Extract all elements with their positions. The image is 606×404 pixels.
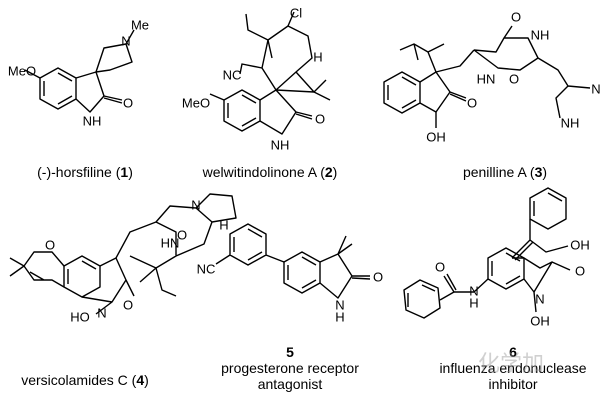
compound-description: antagonist	[257, 376, 323, 392]
atom-label: Me	[131, 17, 149, 32]
atom-label: HN	[161, 235, 180, 250]
atom-label: O	[511, 9, 521, 24]
compound-number: 3	[534, 164, 543, 180]
atom-label: H	[469, 295, 478, 310]
compound-number: 5	[286, 344, 294, 360]
atom-label: N	[335, 297, 344, 312]
atom-label: N	[191, 197, 200, 212]
structure-1: Me N MeO NH O	[8, 17, 149, 128]
atom-label: NH	[531, 27, 550, 42]
compound-number: 1	[120, 164, 129, 180]
compound-name: versicolamides C	[21, 372, 128, 388]
structure-4: O HO O N HN N O H	[9, 193, 237, 324]
compound-name: penilline A	[462, 164, 527, 180]
caption-3: penilline A (3)	[462, 164, 548, 180]
atom-label: HN	[477, 71, 496, 86]
compound-description: inhibitor	[488, 376, 538, 392]
atom-label: NC	[223, 67, 242, 82]
atom-label: Cl	[290, 5, 302, 20]
structure-2: Cl H NC MeO NH O	[182, 5, 331, 152]
atom-label: NC	[197, 261, 216, 276]
atom-label: O	[45, 237, 55, 252]
compound-name: (-)-horsfiline	[37, 164, 112, 180]
atom-label: O	[575, 263, 585, 278]
atom-label: O	[123, 297, 133, 312]
compound-description: progesterone receptor	[221, 360, 359, 376]
atom-label: HO	[70, 309, 90, 324]
caption-2: welwitindolinone A (2)	[202, 164, 338, 180]
atom-label: N	[121, 33, 130, 48]
atom-label: H	[219, 217, 228, 232]
atom-label: O	[435, 259, 445, 274]
compound-number: 6	[509, 344, 517, 360]
atom-label: N	[469, 283, 478, 298]
atom-label: O	[467, 95, 477, 110]
atom-label: H	[313, 49, 322, 64]
atom-label: O	[123, 95, 133, 110]
atom-label: O	[177, 227, 187, 242]
atom-label: NH	[83, 113, 102, 128]
atom-label: OH	[426, 129, 446, 144]
compound-description: influenza endonuclease	[439, 360, 587, 376]
atom-label: OH	[570, 237, 590, 252]
atom-label: MeO	[8, 63, 36, 78]
atom-label: N	[97, 305, 106, 320]
atom-label: H	[335, 309, 344, 324]
atom-label: O	[509, 71, 519, 86]
compound-number: 4	[136, 372, 145, 388]
atom-label: OH	[530, 313, 550, 328]
atom-label: NH	[561, 115, 580, 130]
watermark: 化学加	[478, 351, 545, 376]
caption-4: versicolamides C (4)	[21, 372, 149, 388]
atom-label: MeO	[182, 95, 210, 110]
structure-5: NC N H O	[197, 223, 383, 324]
structure-6: OH O O N H N OH	[403, 187, 590, 328]
atom-label: O	[373, 269, 383, 284]
structure-3: O NH HN O O OH N NH N	[383, 9, 601, 144]
compound-number: 2	[324, 164, 333, 180]
caption-1: (-)-horsfiline (1)	[37, 164, 133, 180]
compound-name: welwitindolinone A	[202, 164, 317, 180]
atom-label: N	[535, 291, 544, 306]
atom-label: O	[315, 111, 325, 126]
atom-label: NH	[271, 137, 290, 152]
atom-label: N	[591, 81, 600, 96]
